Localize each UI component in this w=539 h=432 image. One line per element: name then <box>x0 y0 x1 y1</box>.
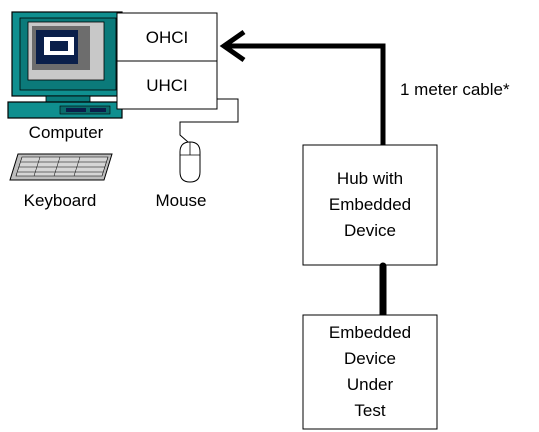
keyboard-icon <box>9 153 113 181</box>
uhci-label: UHCI <box>146 76 188 95</box>
controller-ohci: OHCI <box>116 12 218 62</box>
dut-line-4: Test <box>354 401 385 420</box>
dut-line-2: Device <box>344 349 396 368</box>
mouse-label: Mouse <box>155 191 206 210</box>
controller-uhci: UHCI <box>116 60 218 110</box>
keyboard-label: Keyboard <box>24 191 97 210</box>
usb-cable-arrow <box>219 29 386 145</box>
mouse-cable <box>179 98 239 143</box>
device-under-test-box: Embedded Device Under Test <box>302 314 438 430</box>
dut-line-3: Under <box>347 375 394 394</box>
ohci-label: OHCI <box>146 28 189 47</box>
hub-box: Hub with Embedded Device <box>302 144 438 266</box>
computer-icon <box>7 11 123 119</box>
dut-line-1: Embedded <box>329 323 411 342</box>
hub-line-3: Device <box>344 221 396 240</box>
hub-line-1: Hub with <box>337 169 403 188</box>
cable-label: 1 meter cable* <box>400 80 510 99</box>
mouse-icon <box>179 141 201 183</box>
computer-label: Computer <box>29 123 104 142</box>
hub-line-2: Embedded <box>329 195 411 214</box>
